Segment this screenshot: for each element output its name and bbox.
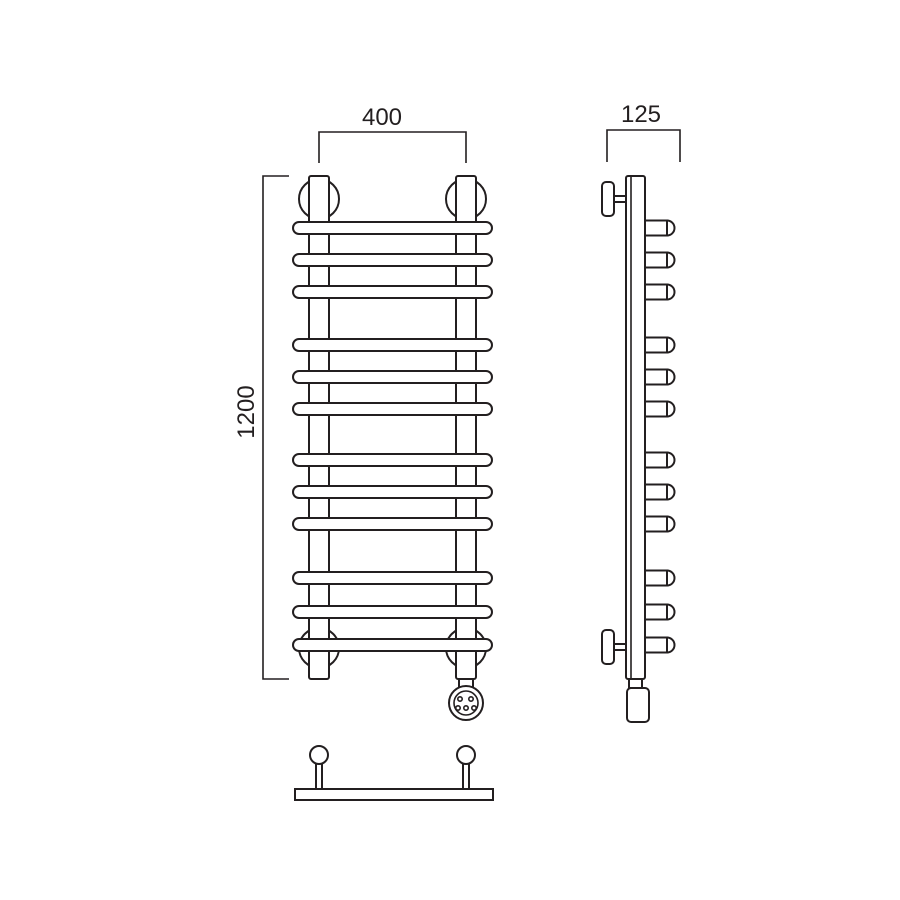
front-rung-4 (292, 338, 493, 352)
front-rung-2 (292, 253, 493, 267)
side-rung-end-5 (644, 368, 676, 386)
top-view (294, 745, 494, 801)
width-dimension-label: 400 (362, 104, 402, 131)
front-rung-10 (292, 571, 493, 585)
front-rung-1 (292, 221, 493, 235)
top-view-left-post (309, 745, 329, 790)
side-rung-end-7 (644, 451, 676, 469)
side-bottom-wall-bracket (601, 629, 627, 665)
front-rung-9 (292, 517, 493, 531)
depth-dimension: 125 (606, 101, 681, 162)
depth-dimension-label: 125 (621, 101, 661, 128)
top-view-rung-bar (294, 788, 494, 801)
side-rung-end-9 (644, 515, 676, 533)
height-dimension-label: 1200 (233, 385, 260, 438)
front-rung-12 (292, 638, 493, 652)
heating-element (448, 678, 484, 721)
side-rung-end-10 (644, 569, 676, 587)
side-rung-end-4 (644, 336, 676, 354)
side-rung-end-12 (644, 636, 676, 654)
side-heating-element (626, 678, 650, 723)
front-rung-3 (292, 285, 493, 299)
side-view: 125 (601, 101, 681, 723)
front-rung-6 (292, 402, 493, 416)
right-vertical-post (455, 175, 477, 680)
front-rung-5 (292, 370, 493, 384)
side-rung-end-11 (644, 603, 676, 621)
front-rung-8 (292, 485, 493, 499)
side-rung-end-6 (644, 400, 676, 418)
width-dimension: 400 (318, 104, 467, 163)
front-view (292, 175, 493, 721)
side-rung-end-8 (644, 483, 676, 501)
side-top-wall-bracket (601, 181, 627, 217)
side-vertical-post (625, 175, 646, 680)
top-view-right-post (456, 745, 476, 790)
front-rung-7 (292, 453, 493, 467)
side-rung-end-3 (644, 283, 676, 301)
height-dimension: 1200 (233, 175, 289, 680)
side-rung-end-1 (644, 219, 676, 237)
front-rungs (292, 221, 493, 652)
left-vertical-post (308, 175, 330, 680)
front-rung-11 (292, 605, 493, 619)
side-rungs (644, 219, 676, 654)
side-rung-end-2 (644, 251, 676, 269)
